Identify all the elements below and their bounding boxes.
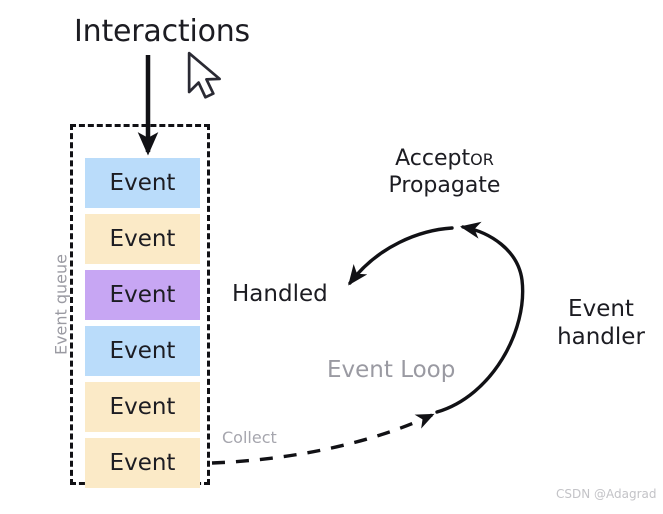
event-handler-line1: Event [568,296,634,322]
handled-arc-arrow [348,226,454,286]
event-queue-label: Event queue [51,253,71,356]
accept-or-propagate-label: AcceptOR Propagate [377,146,512,200]
list-item[interactable]: Event [85,438,200,488]
collect-dashed-arrow [211,413,435,465]
collect-label: Collect [222,428,277,447]
list-item[interactable]: Event [85,270,200,320]
propagate-label: Propagate [388,172,501,198]
watermark: CSDN @Adagrad [556,487,657,501]
list-item[interactable]: Event [85,158,200,208]
handled-label: Handled [232,281,328,307]
page-title: Interactions [74,14,250,49]
event-handler-label: Event handler [545,296,657,351]
list-item[interactable]: Event [85,214,200,264]
list-item[interactable]: Event [85,382,200,432]
accept-label: Accept [395,146,471,171]
mouse-pointer-icon [187,51,221,99]
event-handler-line2: handler [557,323,645,350]
accept-propagate-arc-arrow [435,221,525,414]
or-label: OR [470,150,494,169]
event-loop-label: Event Loop [327,357,456,383]
list-item[interactable]: Event [85,326,200,376]
